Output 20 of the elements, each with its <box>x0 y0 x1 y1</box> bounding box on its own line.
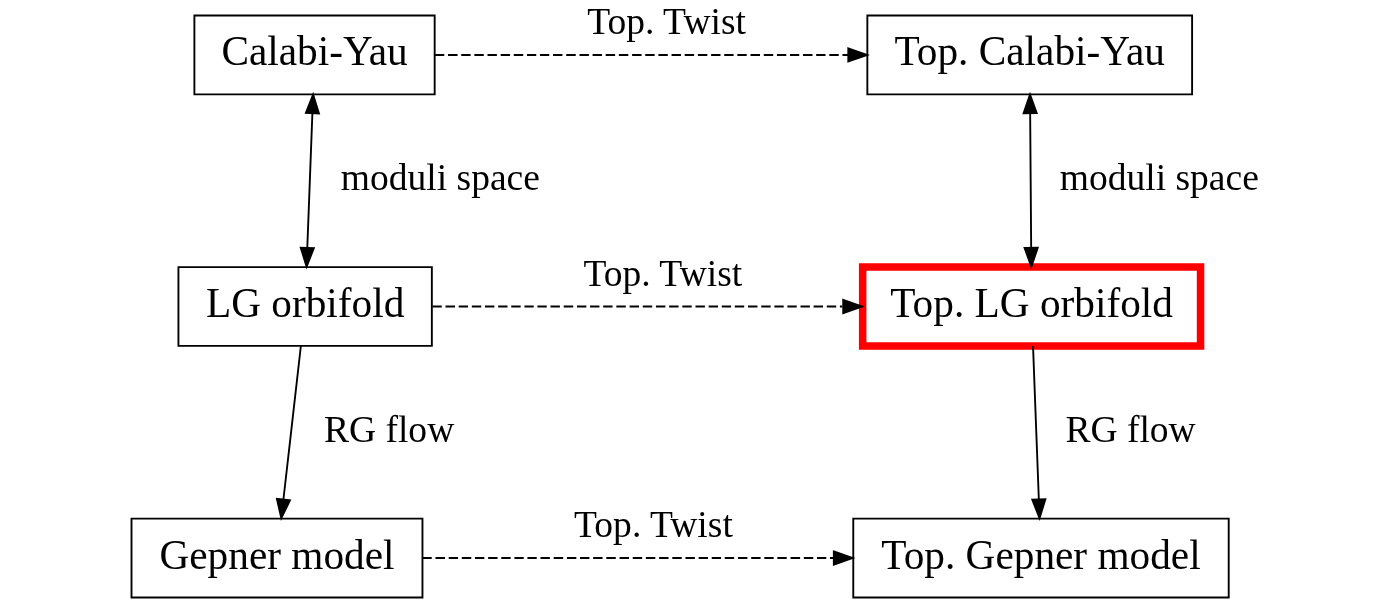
arrow <box>421 550 856 566</box>
arrow <box>1030 345 1047 521</box>
arrow <box>434 47 870 63</box>
edge-label: RG flow <box>1065 408 1196 450</box>
arrow <box>431 298 865 315</box>
arrow <box>275 345 302 521</box>
edge-label: moduli space <box>1059 157 1259 199</box>
edge-label: RG flow <box>323 408 455 450</box>
edge-label: moduli space <box>340 157 540 199</box>
edge-label: Top. Twist <box>583 252 743 294</box>
arrow <box>299 91 321 270</box>
node-box: Top. LG orbifold <box>858 263 1205 350</box>
edge-label: Top. Twist <box>587 1 746 43</box>
node-box: LG orbifold <box>177 266 433 347</box>
node-box: Gepner model <box>130 517 424 599</box>
node-box: Calabi-Yau <box>193 14 436 96</box>
edge-label: Top. Twist <box>574 504 733 546</box>
node-box: Top. Calabi-Yau <box>866 14 1194 96</box>
node-box: Top. Gepner model <box>852 517 1230 599</box>
arrow <box>1022 91 1040 270</box>
